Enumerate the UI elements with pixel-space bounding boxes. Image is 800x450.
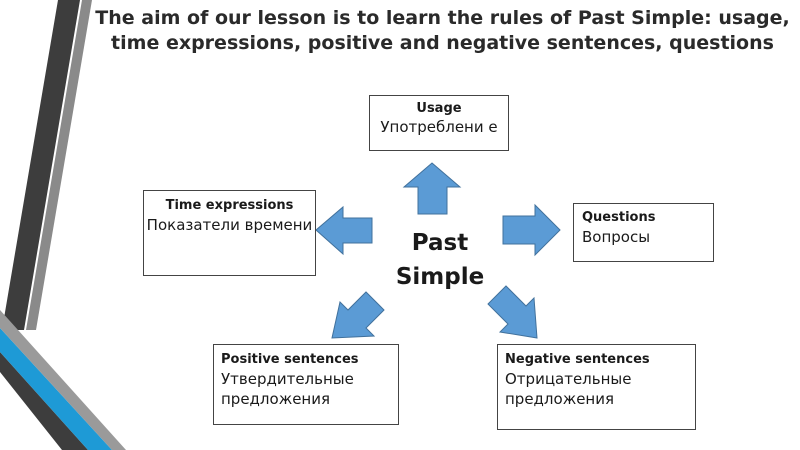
center-label-line1: Past	[411, 230, 469, 256]
node-negative-sentences: Negative sentences Отрицательные предлож…	[497, 344, 696, 430]
node-time-expressions: Time expressions Показатели времени	[143, 190, 316, 276]
node-usage: Usage Употреблени е	[369, 95, 509, 151]
node-questions: Questions Вопросы	[573, 203, 714, 262]
node-usage-sub: Употреблени е	[380, 118, 498, 136]
node-questions-heading: Questions	[582, 210, 656, 225]
page-title: The aim of our lesson is to learn the ru…	[95, 7, 790, 54]
node-negative-heading: Negative sentences	[505, 352, 650, 367]
arrow-down-left	[331, 291, 385, 339]
stripe-gray-bottom	[0, 310, 126, 450]
node-usage-heading: Usage	[416, 101, 462, 116]
node-negative-sub: Отрицательные предложения	[505, 370, 632, 408]
node-positive-heading: Positive sentences	[221, 352, 359, 367]
arrow-right	[502, 203, 561, 257]
node-questions-sub: Вопросы	[582, 228, 651, 246]
stripe-dark-top	[2, 0, 80, 330]
center-label: Past Simple	[370, 226, 510, 294]
node-positive-sub: Утвердительные предложения	[221, 370, 354, 408]
stripe-gray-top	[26, 0, 92, 330]
node-positive-sentences: Positive sentences Утвердительные предло…	[213, 344, 399, 425]
arrow-down-right	[487, 285, 538, 339]
node-time-heading: Time expressions	[165, 198, 294, 213]
arrow-left	[315, 205, 373, 256]
arrow-up	[402, 162, 462, 215]
node-time-sub: Показатели времени	[146, 216, 313, 234]
center-label-line2: Simple	[395, 264, 485, 290]
